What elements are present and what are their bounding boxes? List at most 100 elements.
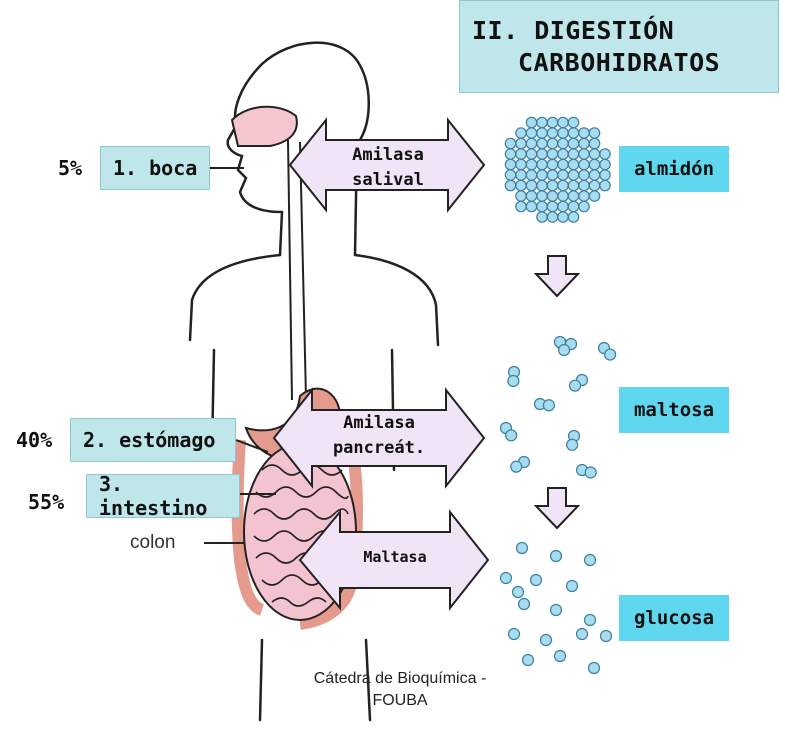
starch-bead — [547, 138, 557, 148]
starch-bead — [516, 180, 526, 190]
starch-bead — [568, 212, 578, 222]
starch-bead — [537, 117, 547, 127]
maltose-molecules — [501, 337, 616, 478]
starch-bead — [516, 201, 526, 211]
starch-bead — [516, 191, 526, 201]
enzyme-1-line-1: Amilasa — [328, 143, 448, 168]
starch-bead — [526, 149, 536, 159]
enzyme-1-line-2: salival — [328, 168, 448, 193]
starch-bead — [579, 159, 589, 169]
starch-bead — [558, 191, 568, 201]
maltose-bead — [506, 430, 517, 441]
starch-bead — [589, 180, 599, 190]
starch-bead — [568, 191, 578, 201]
glucose-bead — [519, 599, 530, 610]
starch-bead — [558, 180, 568, 190]
starch-bead — [537, 191, 547, 201]
starch-bead — [526, 138, 536, 148]
enzyme-2-line-2: pancreát. — [312, 436, 446, 461]
enzyme-amilasa-salival: Amilasa salival — [328, 143, 448, 192]
starch-bead — [579, 149, 589, 159]
starch-bead — [579, 128, 589, 138]
glucose-bead — [567, 581, 578, 592]
starch-bead — [547, 149, 557, 159]
starch-bead — [568, 201, 578, 211]
glucose-bead — [577, 629, 588, 640]
colon-label: colon — [130, 532, 175, 554]
starch-bead — [558, 138, 568, 148]
starch-bead — [505, 149, 515, 159]
starch-bead — [526, 170, 536, 180]
starch-bead — [516, 159, 526, 169]
maltose-bead — [511, 461, 522, 472]
enzyme-maltasa: Maltasa — [340, 547, 450, 569]
starch-bead — [526, 191, 536, 201]
maltose-bead — [508, 375, 519, 386]
starch-bead — [537, 180, 547, 190]
starch-bead — [568, 170, 578, 180]
organ-label-boca: 1. boca — [100, 146, 210, 190]
starch-bead — [558, 170, 568, 180]
starch-bead — [547, 201, 557, 211]
glucose-bead — [585, 615, 596, 626]
starch-bead — [558, 128, 568, 138]
starch-bead — [526, 117, 536, 127]
starch-bead — [505, 170, 515, 180]
starch-bead — [537, 170, 547, 180]
enzyme-2-line-1: Amilasa — [312, 411, 446, 436]
glucose-bead — [541, 635, 552, 646]
starch-bead — [505, 159, 515, 169]
starch-bead — [568, 128, 578, 138]
starch-bead — [516, 128, 526, 138]
starch-bead — [547, 212, 557, 222]
starch-bead — [579, 180, 589, 190]
glucose-bead — [531, 575, 542, 586]
down-arrow-2 — [536, 488, 578, 528]
starch-bead — [568, 159, 578, 169]
starch-bead — [600, 149, 610, 159]
glucose-bead — [517, 543, 528, 554]
starch-bead — [579, 170, 589, 180]
percent-estomago: 40% — [16, 428, 52, 452]
starch-bead — [589, 170, 599, 180]
starch-bead — [558, 117, 568, 127]
starch-bead — [589, 138, 599, 148]
maltose-bead — [605, 349, 616, 360]
glucose-bead — [601, 631, 612, 642]
glucose-molecules — [501, 543, 612, 674]
glucose-bead — [509, 629, 520, 640]
starch-bead — [526, 201, 536, 211]
percent-boca: 5% — [58, 156, 82, 180]
starch-bead — [600, 159, 610, 169]
maltose-bead — [559, 345, 570, 356]
percent-intestino: 55% — [28, 490, 64, 514]
starch-bead — [568, 138, 578, 148]
starch-bead — [516, 138, 526, 148]
enzyme-3-line-1: Maltasa — [340, 547, 450, 569]
starch-bead — [558, 159, 568, 169]
starch-bead — [547, 159, 557, 169]
starch-bead — [526, 128, 536, 138]
starch-bead — [547, 170, 557, 180]
product-almidon: almidón — [619, 146, 729, 192]
starch-bead — [558, 149, 568, 159]
maltose-bead — [543, 400, 554, 411]
starch-bead — [600, 170, 610, 180]
starch-bead — [505, 138, 515, 148]
title-line-2: CARBOHIDRATOS — [472, 47, 720, 78]
glucose-bead — [589, 663, 600, 674]
glucose-bead — [513, 587, 524, 598]
starch-molecule — [505, 117, 610, 222]
starch-bead — [579, 201, 589, 211]
glucose-bead — [585, 555, 596, 566]
organ-label-estomago: 2. estómago — [70, 418, 236, 462]
credit-line-1: Cátedra de Bioquímica - — [290, 668, 510, 690]
starch-bead — [537, 159, 547, 169]
starch-bead — [537, 201, 547, 211]
credit-text: Cátedra de Bioquímica - FOUBA — [290, 668, 510, 711]
title-line-1: II. DIGESTIÓN — [472, 15, 674, 46]
starch-bead — [547, 191, 557, 201]
product-maltosa: maltosa — [619, 387, 729, 433]
glucose-bead — [551, 605, 562, 616]
credit-line-2: FOUBA — [290, 690, 510, 712]
